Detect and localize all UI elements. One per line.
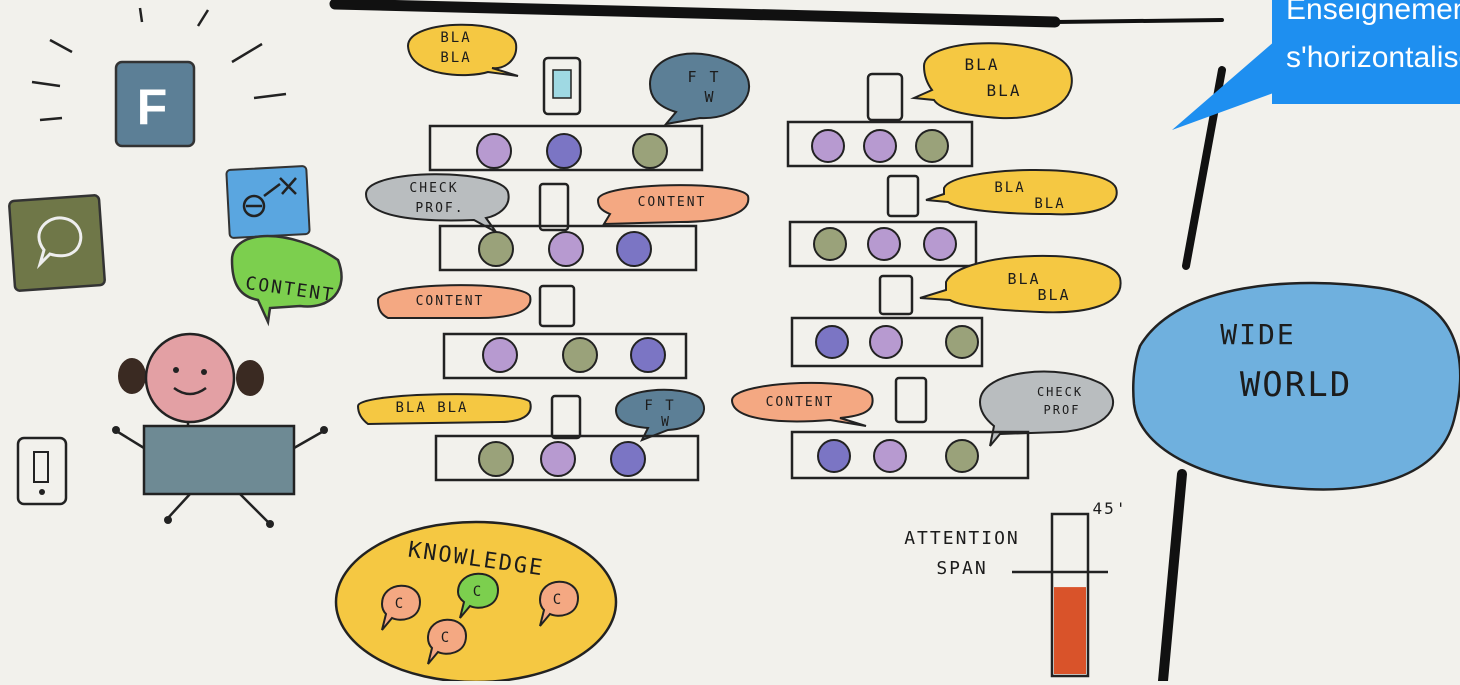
svg-text:C: C: [553, 592, 563, 608]
svg-text:BLA: BLA: [965, 55, 1000, 74]
svg-text:CONTENT: CONTENT: [766, 395, 835, 410]
svg-text:BLA: BLA: [987, 81, 1022, 100]
group-table-4: BLA BLA F T W: [356, 388, 706, 482]
knowledge-bubble-3: C: [538, 580, 580, 627]
svg-text:BLA: BLA: [1034, 196, 1065, 212]
facebook-letter: F: [137, 79, 168, 135]
knowledge-circle: KNOWLEDGE C C C C: [334, 520, 618, 684]
svg-text:BLA: BLA: [440, 50, 471, 66]
group-table-3: CONTENT: [376, 284, 688, 380]
top-wall-line: [329, 0, 1061, 28]
svg-text:CHECK: CHECK: [409, 181, 458, 196]
wide-world-line1: WIDE: [1220, 318, 1295, 351]
attention-span-gauge: ATTENTION SPAN 45': [904, 499, 1128, 678]
wide-world-circle: WIDE WORLD: [1132, 281, 1460, 491]
knowledge-bubble-1: C: [380, 584, 422, 631]
group-table-8: CONTENT CHECK PROF: [730, 370, 1115, 480]
callout-line2: s'horizontaliser: [1286, 41, 1460, 74]
svg-text:BLA: BLA: [1037, 286, 1070, 304]
svg-text:W: W: [661, 415, 671, 430]
svg-text:F T: F T: [687, 68, 720, 86]
svg-text:F T: F T: [644, 398, 675, 414]
idea-card-icon: [225, 165, 311, 239]
group-table-1: BLA BLA F T W: [406, 23, 750, 172]
knowledge-bubble-4: C: [426, 618, 468, 665]
svg-text:PROF.: PROF.: [415, 201, 464, 216]
callout-pointer: [1172, 40, 1276, 130]
svg-text:BLA: BLA: [440, 30, 471, 46]
group-table-6: BLA BLA: [788, 168, 1118, 268]
svg-text:PROF: PROF: [1044, 403, 1081, 417]
attention-label-line1: ATTENTION: [904, 528, 1020, 549]
attention-label-line2: SPAN: [936, 558, 987, 579]
group-table-7: BLA BLA: [790, 254, 1122, 368]
facebook-icon: F: [31, 7, 287, 148]
svg-text:BLA: BLA: [994, 180, 1025, 196]
teacher-phone-icon: [16, 436, 68, 506]
svg-text:C: C: [395, 596, 405, 612]
svg-text:C: C: [473, 584, 483, 600]
top-wall-line-end: [1053, 18, 1224, 24]
svg-text:CHECK: CHECK: [1037, 385, 1083, 399]
svg-text:W: W: [704, 88, 715, 106]
attention-level-fill: [1054, 587, 1086, 674]
svg-text:BLA: BLA: [1007, 270, 1040, 288]
knowledge-bubble-2: C: [456, 572, 500, 619]
svg-text:BLA BLA: BLA BLA: [395, 400, 468, 416]
svg-text:C: C: [441, 630, 451, 646]
group-table-2: CHECK PROF. CONTENT: [364, 173, 750, 272]
right-wall-lower: [1158, 469, 1187, 685]
chat-card-icon: [8, 194, 106, 292]
svg-text:CONTENT: CONTENT: [638, 195, 707, 210]
callout-box: Enseignement s'horizontaliser: [1272, 0, 1460, 104]
teacher-figure: CONTENT: [112, 234, 343, 528]
wide-world-line2: WORLD: [1240, 365, 1352, 405]
svg-text:CONTENT: CONTENT: [416, 294, 485, 309]
attention-minutes: 45': [1093, 499, 1128, 518]
group-table-5: BLA BLA: [786, 42, 1073, 168]
callout-line1: Enseignement: [1286, 0, 1460, 26]
